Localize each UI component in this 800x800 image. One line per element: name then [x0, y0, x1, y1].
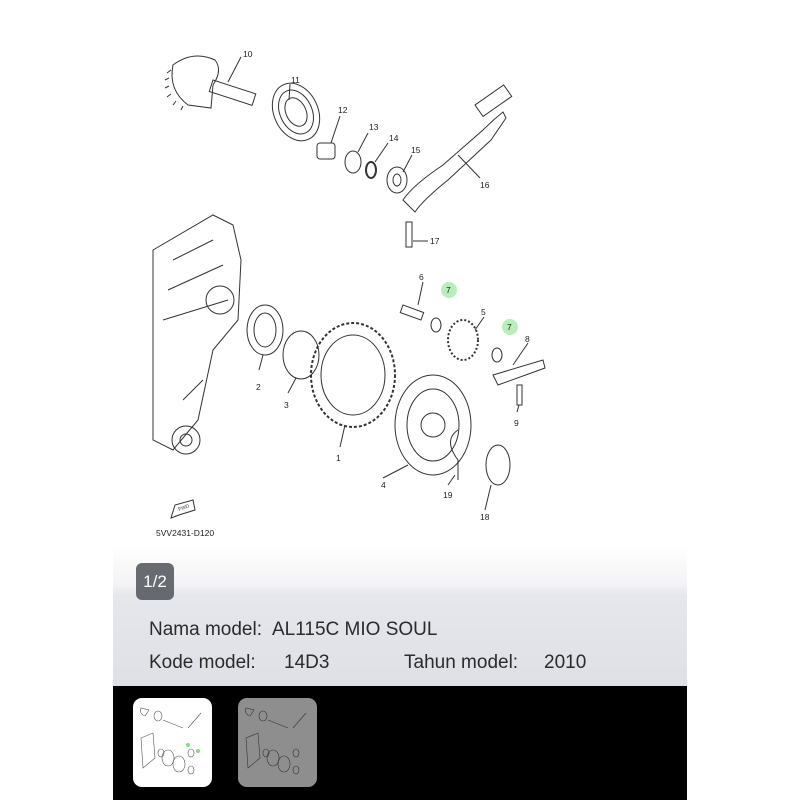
starter-gear-part	[310, 322, 396, 428]
model-name-label: Nama model:	[149, 619, 262, 640]
parts-diagram: 10 11 12 13 14 15 16 17 6 7 5 7 8 2 3 1 …	[152, 49, 546, 538]
highlight-marker	[502, 319, 518, 335]
callout: 17	[430, 236, 440, 246]
model-code-value: 14D3	[284, 652, 330, 673]
model-year-label: Tahun model:	[404, 652, 519, 673]
callout: 12	[338, 105, 348, 115]
crankcase-part	[152, 214, 242, 451]
callout: 19	[443, 490, 453, 500]
callout: 8	[525, 334, 530, 344]
model-name-value: AL115C MIO SOUL	[272, 619, 438, 640]
fwd-arrow-icon: FWD	[170, 499, 196, 519]
thumbnail-2[interactable]	[238, 698, 317, 787]
highlight-marker	[441, 282, 457, 298]
callout: 2	[256, 382, 261, 392]
kick-gear-part	[171, 55, 219, 109]
callout: 18	[480, 512, 490, 522]
image-viewer: 10 11 12 13 14 15 16 17 6 7 5 7 8 2 3 1 …	[113, 0, 687, 800]
callout: 11	[291, 75, 300, 85]
callout: 5	[481, 307, 486, 317]
model-year-value: 2010	[544, 652, 587, 673]
callout-labels: 10 11 12 13 14 15 16 17 6 7 5 7 8 2 3 1 …	[243, 49, 530, 522]
kick-lever-part	[402, 111, 507, 213]
thumbnail-1[interactable]	[133, 698, 212, 787]
callout: 10	[243, 49, 253, 59]
callout: 13	[369, 122, 379, 132]
callout: 9	[514, 418, 519, 428]
callout: 4	[381, 480, 386, 490]
model-code-label: Kode model:	[149, 652, 256, 673]
callout: 7	[507, 322, 512, 332]
model-info-panel: 1/2 Nama model: AL115C MIO SOUL Kode mod…	[113, 545, 687, 686]
one-way-clutch-part	[394, 374, 472, 476]
callout: 6	[419, 272, 424, 282]
image-counter-badge: 1/2	[136, 563, 174, 600]
callout: 16	[480, 180, 490, 190]
callout: 3	[284, 400, 289, 410]
thumbnail-strip	[113, 686, 687, 800]
callout: 1	[336, 453, 341, 463]
callout: 15	[411, 145, 421, 155]
callout: 7	[446, 285, 451, 295]
svg-text:FWD: FWD	[178, 503, 191, 513]
callout: 14	[389, 133, 399, 143]
figure-code: 5VV2431-D120	[156, 528, 214, 538]
